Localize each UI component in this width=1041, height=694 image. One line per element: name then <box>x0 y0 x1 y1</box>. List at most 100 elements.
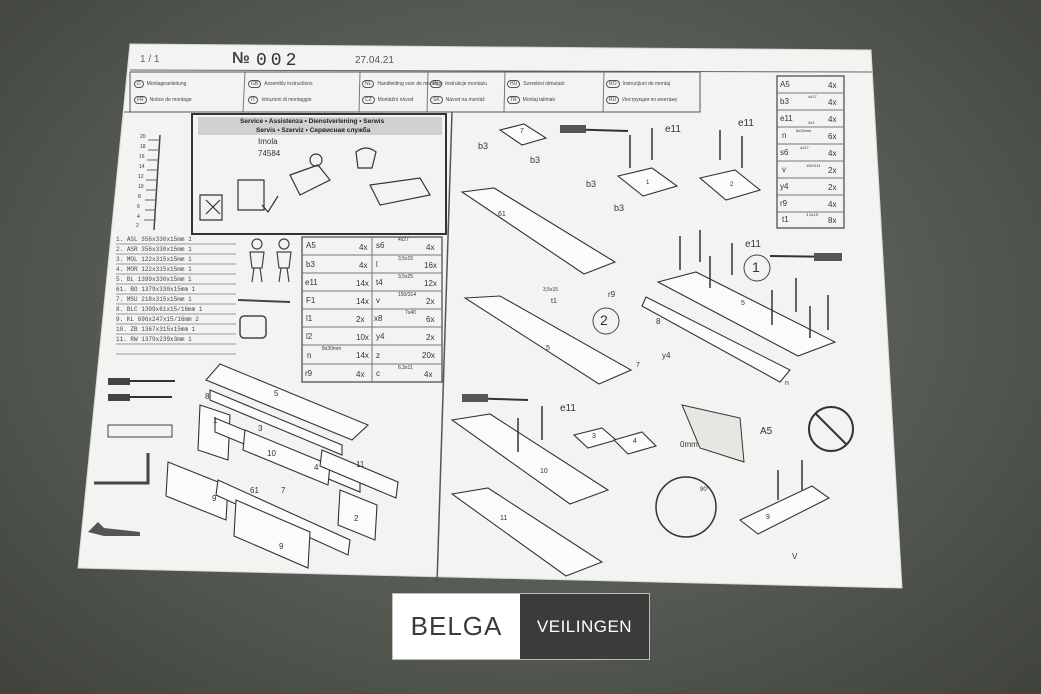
label-step-2-circle: 2 <box>600 312 608 328</box>
hw-qty: 14x <box>356 279 369 288</box>
hw-qty: 4x <box>424 370 433 379</box>
hw-qty: 4x <box>828 98 837 107</box>
label-v: V <box>792 552 798 561</box>
hw-size: 8x30mm <box>796 128 812 133</box>
parts-row: 3. MOL 122x315x15mm 1 <box>116 256 192 263</box>
hw-size: 6,3x11 <box>398 365 413 371</box>
hw-size: 4x27 <box>808 94 817 99</box>
hw-code: n <box>307 351 312 360</box>
label-n: n <box>785 380 789 387</box>
label-exploded-11: 11 <box>356 460 365 469</box>
parts-row: 61. BO 1379x330x15mm 1 <box>116 286 196 293</box>
hw-code: r9 <box>780 199 788 208</box>
label-exploded-7: 7 <box>281 486 286 495</box>
watermark-brand-a: BELGA <box>410 611 503 641</box>
hw-size: 3,5x15 <box>398 256 414 262</box>
service-title-2: Servis • Szerviz • Сервисная служба <box>256 127 371 134</box>
ruler-mark: 8 <box>138 194 141 200</box>
label-panel-5: 5 <box>741 300 745 307</box>
hw-code: l <box>376 260 378 269</box>
label-exploded-3: 3 <box>258 424 263 433</box>
label-step-1-circle: 1 <box>752 259 760 275</box>
label-exploded-9b: 9 <box>279 542 284 551</box>
hw-code: A5 <box>306 241 316 250</box>
hw-qty: 2x <box>828 166 837 175</box>
hw-code: e11 <box>780 114 793 123</box>
label-b3: b3 <box>478 141 489 151</box>
label-exploded-8: 8 <box>205 392 210 401</box>
label-b3: b3 <box>530 155 541 165</box>
hw-qty: 14x <box>356 297 369 306</box>
ruler-mark: 16 <box>139 154 145 160</box>
hw-qty: 4x <box>828 115 837 124</box>
label-y4: y4 <box>662 351 671 360</box>
doc-number: 002 <box>256 51 301 71</box>
label-l1-size: 3,5x15 <box>543 287 559 293</box>
label-r9: r9 <box>608 290 616 299</box>
hw-code: e11 <box>305 278 318 287</box>
hw-code: A5 <box>780 80 790 89</box>
hw-qty: 6x <box>828 132 837 141</box>
label-a5: A5 <box>760 426 773 437</box>
parts-row: 5. BL 1399x330x15mm 1 <box>116 276 192 283</box>
doc-date: 27.04.21 <box>355 55 394 66</box>
hw-qty: 6x <box>426 315 435 324</box>
ruler-mark: 14 <box>139 164 145 170</box>
label-exploded-9a: 9 <box>212 494 217 503</box>
label-panel-9: 9 <box>766 514 770 521</box>
parts-row: 2. ASR 356x330x15mm 1 <box>116 246 192 253</box>
parts-row: 10. ZB 1367x315x15mm 1 <box>116 326 196 333</box>
service-model: Imola <box>258 137 278 146</box>
parts-row: 7. MSU 218x315x15mm 1 <box>116 296 192 303</box>
label-panel-7: 7 <box>520 128 524 135</box>
hw-code: v <box>782 165 786 174</box>
hw-size: 4x27 <box>800 145 809 150</box>
hw-size: 150/314 <box>806 163 821 168</box>
label-t1: t1 <box>551 298 557 305</box>
label-e11: e11 <box>738 118 754 129</box>
hw-code: y4 <box>780 182 789 191</box>
hw-code: t1 <box>782 215 789 224</box>
label-panel-61: 61 <box>498 211 506 218</box>
hw-size: 3,5x25 <box>398 274 414 280</box>
service-code: 74584 <box>258 149 281 158</box>
hw-code: b3 <box>306 260 315 269</box>
ruler-mark: 4 <box>137 214 140 220</box>
parts-row: 1. ASL 356x330x15mm 1 <box>116 236 192 243</box>
label-step-2: 2 <box>730 182 734 188</box>
hw-size: 7x40 <box>405 310 416 316</box>
hw-code: l2 <box>306 332 313 341</box>
hw-qty: 4x <box>426 243 435 252</box>
label-panel-3: 3 <box>592 433 596 440</box>
ruler-mark: 10 <box>138 184 144 190</box>
label-panel-11: 11 <box>500 515 508 522</box>
label-e11: e11 <box>745 239 761 250</box>
ruler-mark: 12 <box>138 174 144 180</box>
hw-qty: 2x <box>828 183 837 192</box>
label-panel-7b: 7 <box>636 362 640 369</box>
hw-qty: 10x <box>356 333 369 342</box>
hw-code: n <box>782 131 787 140</box>
label-exploded-10: 10 <box>267 449 276 458</box>
label-exploded-5: 5 <box>274 389 279 398</box>
hw-code: x8 <box>374 314 383 323</box>
hw-qty: 2x <box>356 315 365 324</box>
watermark-right: VEILINGEN <box>520 594 649 659</box>
hw-code: t4 <box>376 278 383 287</box>
hw-code: v <box>376 296 380 305</box>
label-exploded-2: 2 <box>354 514 359 523</box>
hw-qty: 4x <box>828 81 837 90</box>
label-0mm: 0mm <box>680 440 698 449</box>
hw-code: y4 <box>376 332 385 341</box>
hw-qty: 2x <box>426 297 435 306</box>
